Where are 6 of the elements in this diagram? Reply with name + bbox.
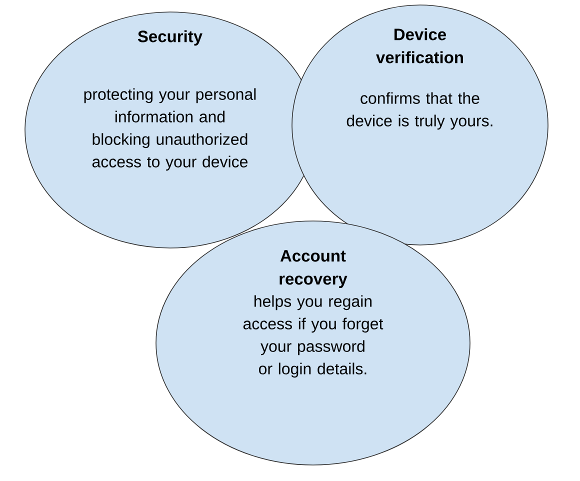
- heading: Account recovery: [280, 250, 348, 288]
- heading: Device verification: [376, 28, 463, 64]
- description: helps you regain access if you forget your password or login details.: [243, 295, 384, 378]
- description: confirms that the device is truly yours.: [346, 92, 492, 130]
- heading: Security: [138, 30, 202, 46]
- description: protecting your personal information and blocking unauthorized access to your device: [84, 88, 256, 171]
